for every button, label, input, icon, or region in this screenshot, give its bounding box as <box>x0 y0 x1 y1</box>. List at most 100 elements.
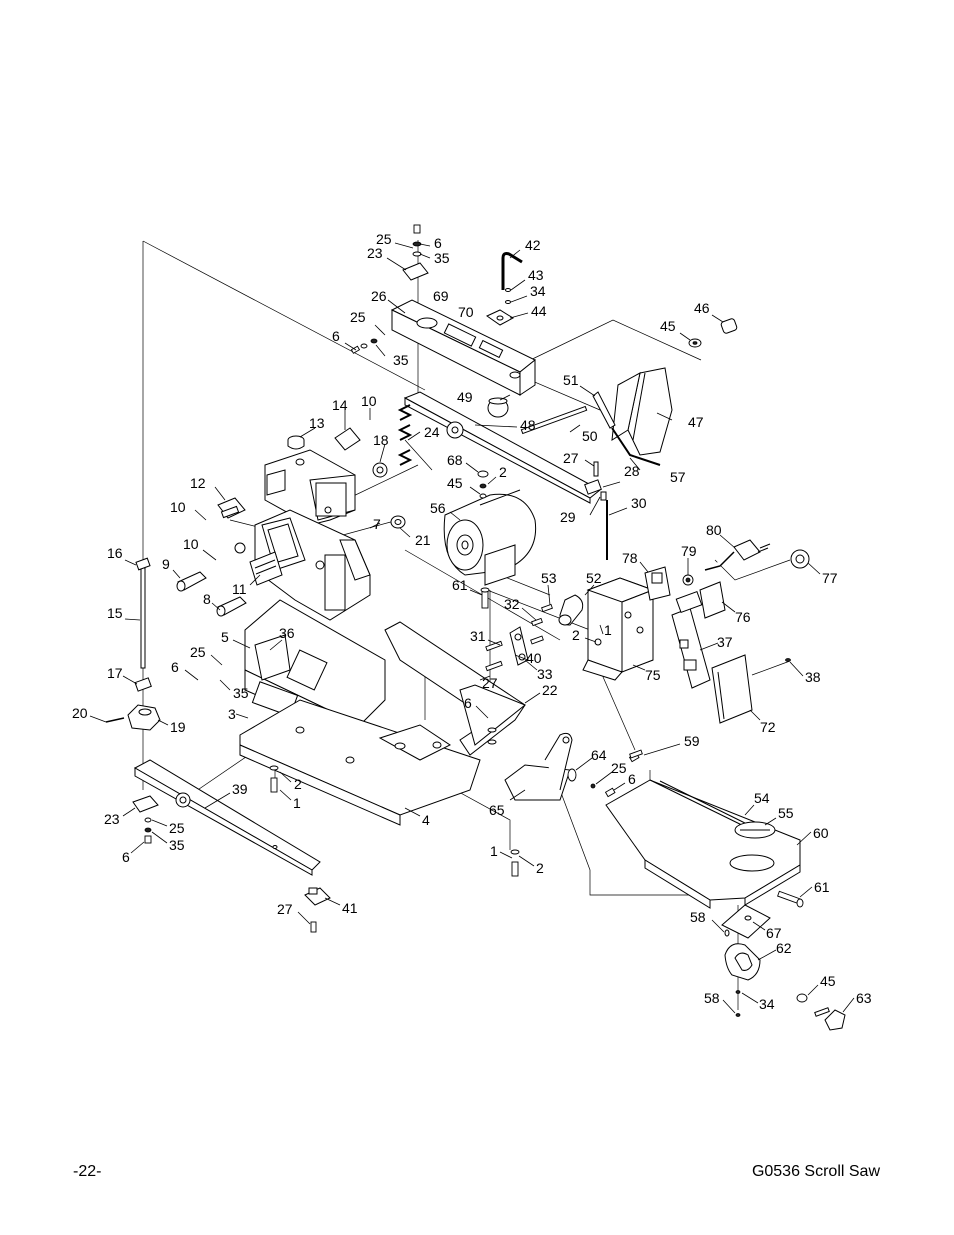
callout-number: 53 <box>541 570 557 586</box>
callout-number: 3 <box>228 706 236 722</box>
callout-number: 2 <box>294 776 302 792</box>
callout-number: 54 <box>754 790 770 806</box>
pin-59 <box>629 749 643 759</box>
callout-number: 2 <box>499 464 507 480</box>
callout-number: 45 <box>447 475 463 491</box>
callout-number: 15 <box>107 605 123 621</box>
trunnion-65 <box>504 732 573 801</box>
knob-17 <box>134 677 152 692</box>
callout-number: 64 <box>591 747 607 763</box>
screw-61-top <box>480 587 490 609</box>
callout-number: 45 <box>820 973 836 989</box>
callout-number: 51 <box>563 372 579 388</box>
knob-16 <box>135 557 151 571</box>
upper-body-housing <box>264 449 356 526</box>
blade-clamp-41 <box>304 887 331 906</box>
callout-number: 24 <box>424 424 440 440</box>
hex-key-42 <box>501 252 523 304</box>
callout-number: 47 <box>688 414 704 430</box>
callout-number: 27 <box>277 901 293 917</box>
side-fastener-stack <box>350 338 378 354</box>
callout-number: 35 <box>169 837 185 853</box>
callout-number: 80 <box>706 522 722 538</box>
callout-number: 14 <box>332 397 348 413</box>
callout-number: 49 <box>457 389 473 405</box>
tension-rod-15 <box>140 567 146 669</box>
callout-number: 23 <box>104 811 120 827</box>
knob-8 <box>216 596 247 617</box>
eccentric-52 <box>558 594 584 626</box>
callout-number: 27 <box>482 675 498 691</box>
callout-number: 48 <box>520 417 536 433</box>
screw-38 <box>785 658 791 662</box>
callout-number: 78 <box>622 550 638 566</box>
callout-number: 31 <box>470 628 486 644</box>
callout-number: 34 <box>530 283 546 299</box>
callout-number: 43 <box>528 267 544 283</box>
callout-number: 25 <box>611 760 627 776</box>
screw-61-table <box>777 890 804 908</box>
callout-number: 32 <box>504 596 520 612</box>
callout-number: 69 <box>433 288 449 304</box>
callout-number: 39 <box>232 781 248 797</box>
washer-45-top <box>688 338 702 348</box>
callout-number: 77 <box>822 570 838 586</box>
cap-13 <box>287 435 305 450</box>
callout-number: 10 <box>183 536 199 552</box>
callout-number: 30 <box>631 495 647 511</box>
blade-guard-47 <box>611 367 673 456</box>
callout-number: 56 <box>430 500 446 516</box>
lower-arm-fasteners <box>144 817 152 844</box>
nut-79 <box>682 574 694 586</box>
callout-number: 7 <box>373 516 381 532</box>
callout-number: 76 <box>735 609 751 625</box>
upper-arm-housing <box>390 299 536 396</box>
callout-number: 28 <box>624 463 640 479</box>
callout-number: 26 <box>371 288 387 304</box>
callout-number: 44 <box>531 303 547 319</box>
callout-number: 17 <box>107 665 123 681</box>
callout-number: 41 <box>342 900 358 916</box>
cover-72 <box>711 654 753 724</box>
callout-number: 18 <box>373 432 389 448</box>
callout-number: 5 <box>221 629 229 645</box>
lower-arm-39 <box>133 759 321 876</box>
pins-31-32 <box>485 603 553 672</box>
callout-number: 6 <box>628 771 636 787</box>
callout-numbers: 25 6 23 35 42 43 34 26 69 44 46 70 25 45… <box>72 231 872 1012</box>
callout-number: 59 <box>684 733 700 749</box>
callout-number: 35 <box>393 352 409 368</box>
switch-78 <box>644 566 671 601</box>
work-table-60 <box>605 779 801 909</box>
callout-number: 40 <box>526 650 542 666</box>
callout-number: 8 <box>203 591 211 607</box>
callout-number: 19 <box>170 719 186 735</box>
knob-46 <box>720 318 738 334</box>
callout-number: 4 <box>422 812 430 828</box>
base-casting-4 <box>239 699 481 826</box>
blade-clamp-28 <box>584 461 607 501</box>
grommet-77 <box>790 549 810 569</box>
rod-50 <box>520 405 588 435</box>
main-frame-column <box>254 509 371 621</box>
page-number: -22- <box>73 1163 102 1180</box>
electrical-box-75 <box>582 577 655 681</box>
callout-number: 12 <box>190 475 206 491</box>
callout-number: 70 <box>458 304 474 320</box>
callout-number: 6 <box>171 659 179 675</box>
link-plate-23 <box>402 262 429 281</box>
product-title: G0536 Scroll Saw <box>751 1163 880 1180</box>
callout-number: 68 <box>447 452 463 468</box>
label-10-disc <box>234 542 246 554</box>
callout-number: 35 <box>434 250 450 266</box>
callout-number: 20 <box>72 705 88 721</box>
power-plug-80 <box>704 539 771 571</box>
callout-number: 6 <box>434 235 442 251</box>
callout-number: 34 <box>759 996 775 1012</box>
springs-24 <box>397 404 413 466</box>
callout-leaders <box>89 242 855 1014</box>
screw-20 <box>105 717 125 723</box>
rod-57 <box>611 427 661 466</box>
callout-number: 22 <box>542 682 558 698</box>
